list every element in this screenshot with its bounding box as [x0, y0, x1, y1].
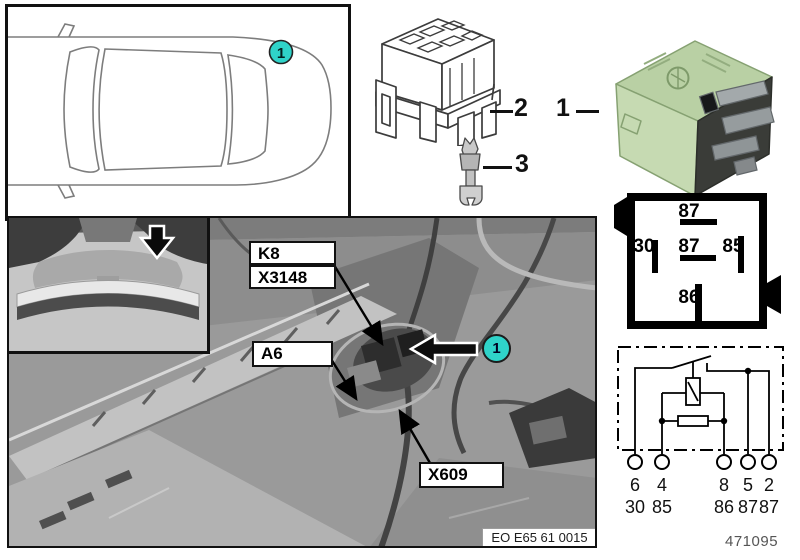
relay-clip-tab [620, 113, 642, 135]
svg-text:8: 8 [719, 475, 729, 495]
pin-label-bottom: 86 [678, 287, 699, 308]
callout-number-socket[interactable]: 2 [514, 94, 528, 122]
svg-text:5: 5 [743, 475, 753, 495]
pin-box-right-tab [767, 275, 781, 314]
svg-text:6: 6 [630, 475, 640, 495]
location-photo: K8 X3148 A6 X609 1 EO E65 61 0015 [7, 216, 597, 548]
callout-number-terminal[interactable]: 3 [515, 150, 529, 178]
pin-label-center: 87 [678, 236, 699, 257]
right-bracket [509, 388, 595, 468]
arrow-a6 [329, 358, 358, 402]
relay-photo [615, 40, 775, 197]
svg-text:30: 30 [625, 497, 645, 517]
svg-text:87: 87 [759, 497, 779, 517]
sill-clips [91, 309, 341, 427]
sheet-number: 471095 [725, 533, 779, 550]
arrow-x609 [398, 408, 432, 464]
svg-text:4: 4 [657, 475, 667, 495]
relay-embossed-marks [643, 52, 731, 73]
car-top-view: 1 [8, 23, 332, 199]
socket-body [375, 18, 501, 129]
pin-box-left-tab [614, 197, 627, 236]
svg-text:85: 85 [652, 497, 672, 517]
car-outline [8, 23, 332, 199]
photo-hotspot-marker[interactable]: 1 [482, 334, 511, 363]
terminal-pin-illustration [459, 137, 483, 206]
terminal-pin [459, 137, 483, 206]
down-arrow-icon [138, 224, 176, 261]
pin-label-left: 30 [633, 236, 654, 257]
svg-text:2: 2 [764, 475, 774, 495]
schematic-terminal-labels: 30 85 86 87 87 [625, 497, 779, 517]
bmw-roundel-icon [666, 66, 690, 90]
pin-label-top: 87 [678, 201, 699, 222]
schematic-pin-numbers: 6 4 8 5 2 [630, 475, 774, 495]
photo-caption: EO E65 61 0015 [482, 528, 595, 546]
callout-line-socket [490, 110, 513, 113]
pin-assignment-diagram: 87 30 87 85 86 [614, 193, 781, 329]
photo-hotspot-number: 1 [492, 340, 501, 357]
label-a6[interactable]: A6 [252, 341, 333, 367]
callout-line-relay [576, 110, 599, 113]
pin-bars [652, 219, 744, 321]
car-marker-number: 1 [277, 45, 285, 62]
label-x609[interactable]: X609 [419, 462, 504, 488]
hotspot-arrow-icon [408, 332, 479, 366]
car-location-panel: 1 [5, 4, 351, 221]
schematic-border [617, 346, 784, 451]
relay-socket-illustration [375, 18, 501, 146]
schematic-junctions [658, 367, 752, 425]
label-x3148[interactable]: X3148 [249, 265, 336, 289]
callout-arrows [329, 264, 432, 464]
label-k8[interactable]: K8 [249, 241, 336, 265]
trunk-overview-drawing [9, 218, 207, 351]
relay-pins [698, 80, 775, 176]
schematic-terminals [627, 454, 777, 470]
pin-labels: 87 30 87 85 86 [633, 201, 744, 308]
floor-slots [39, 469, 133, 530]
pin-label-right: 85 [722, 236, 744, 257]
callout-number-relay[interactable]: 1 [556, 94, 570, 122]
trunk-overview-inset [9, 218, 210, 354]
callout-line-terminal [483, 166, 512, 169]
arrow-k8-to-relay [332, 264, 384, 347]
car-marker-circle[interactable] [268, 39, 294, 65]
socket-slots [398, 20, 484, 106]
circuit-schematic: 6 4 8 5 2 30 85 86 87 87 [617, 346, 784, 517]
car-location-marker[interactable]: 1 [268, 39, 294, 65]
svg-text:86: 86 [714, 497, 734, 517]
photo-annotations [329, 264, 479, 464]
svg-text:87: 87 [738, 497, 758, 517]
